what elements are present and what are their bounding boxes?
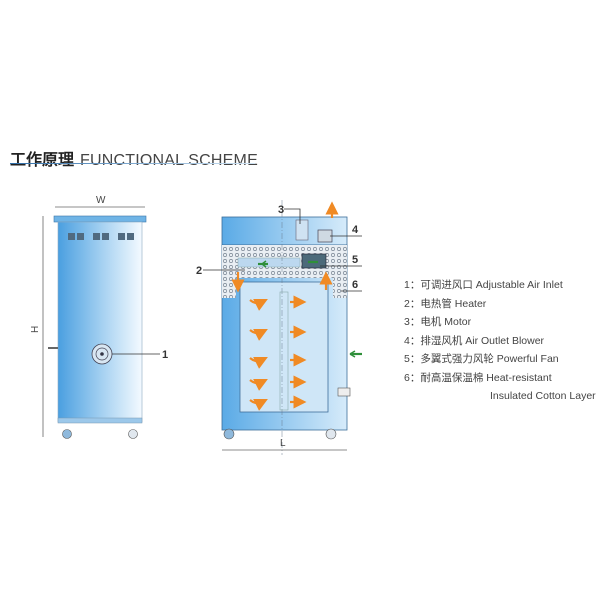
green-airflow-arrows-icon bbox=[258, 260, 362, 358]
component-legend: 1：可调进风口 Adjustable Air Inlet 2：电热管 Heate… bbox=[404, 276, 596, 406]
height-label: H bbox=[30, 326, 41, 333]
legend-item: 3：电机 Motor bbox=[404, 316, 472, 328]
legend-item: 5：多翼式强力风轮 Powerful Fan bbox=[404, 353, 559, 365]
title-english: FUNCTIONAL SCHEME bbox=[80, 152, 258, 169]
title-underline bbox=[10, 163, 255, 164]
legend-continuation: Insulated Cotton Layer bbox=[490, 390, 596, 402]
width-label: W bbox=[96, 195, 106, 206]
legend-item: 4：排湿风机 Air Outlet Blower bbox=[404, 334, 545, 347]
callout-1: 1 bbox=[162, 349, 168, 361]
legend-item: 1：可调进风口 Adjustable Air Inlet bbox=[404, 279, 563, 291]
length-label: L bbox=[280, 438, 286, 449]
legend-item: 6：耐高温保温棉 Heat-resistant bbox=[404, 371, 552, 384]
adjustable-air-inlet-icon bbox=[91, 343, 113, 365]
airflow-arrows-icon bbox=[231, 201, 339, 411]
callout-2: 2 bbox=[196, 265, 202, 277]
page-title: 工作原理 FUNCTIONAL SCHEME bbox=[10, 146, 258, 170]
front-view: W H 1 bbox=[30, 195, 168, 439]
callout-3: 3 bbox=[278, 204, 284, 216]
title-chinese: 工作原理 bbox=[10, 152, 75, 169]
legend-item: 2：电热管 Heater bbox=[404, 297, 487, 310]
callout-5: 5 bbox=[352, 254, 358, 266]
section-view: L 2 3 4 5 6 bbox=[196, 200, 362, 455]
callout-6: 6 bbox=[352, 279, 358, 291]
callout-4: 4 bbox=[352, 224, 359, 236]
